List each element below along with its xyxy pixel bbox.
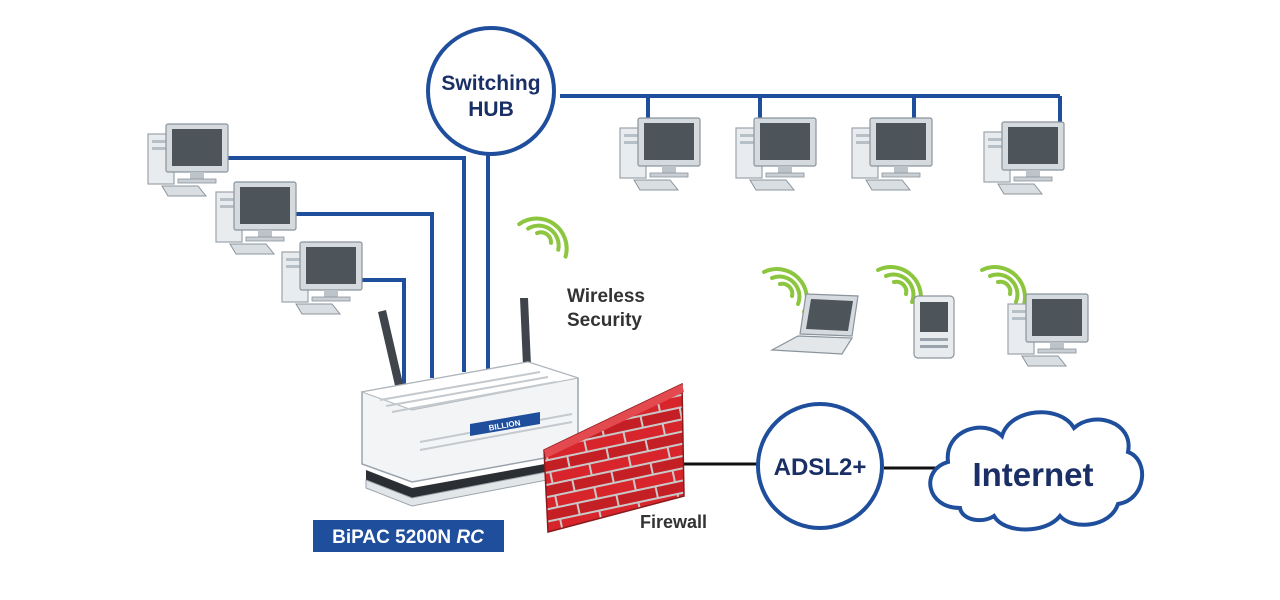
hub-label-line1: Switching [441,72,540,95]
wifi-signal-icon [762,267,809,314]
firewall-label: Firewall [640,512,707,532]
pc1-router-line [226,156,466,372]
desktop-pc-icon [1007,293,1089,367]
wifi-signal-icon [516,211,571,266]
firewall-icon [543,382,685,533]
desktop-pc-icon [215,181,297,255]
router-model-badge: BiPAC 5200N RC [313,520,504,552]
laptop-icon [769,293,859,355]
pc3-router-line [360,278,406,386]
pda-icon [913,295,955,359]
wireless-label-line1: Wireless [567,286,645,307]
hub-label-line2: HUB [468,98,514,121]
desktop-pc-icon [619,117,701,191]
desktop-pc-icon [851,117,933,191]
wireless-security-label: Wireless Security [567,286,645,331]
svg-text:BiPAC 5200N RC: BiPAC 5200N RC [332,527,484,548]
cloud-icon: Internet [928,410,1145,532]
internet-label: Internet [972,456,1093,493]
router-model-label: BiPAC 5200N [332,527,451,548]
desktop-pc-icon [147,123,229,197]
desktop-pc-icon [281,241,363,315]
desktop-pc-icon [735,117,817,191]
router-model-suffix: RC [456,527,484,548]
desktop-pc-icon [983,121,1065,195]
switching-hub: Switching HUB [426,26,556,156]
pc2-router-line [296,212,434,378]
adsl-label: ADSL2+ [774,454,867,481]
network-links [226,94,1062,386]
wireless-label-line2: Security [567,310,642,331]
adsl-node: ADSL2+ [756,402,884,530]
